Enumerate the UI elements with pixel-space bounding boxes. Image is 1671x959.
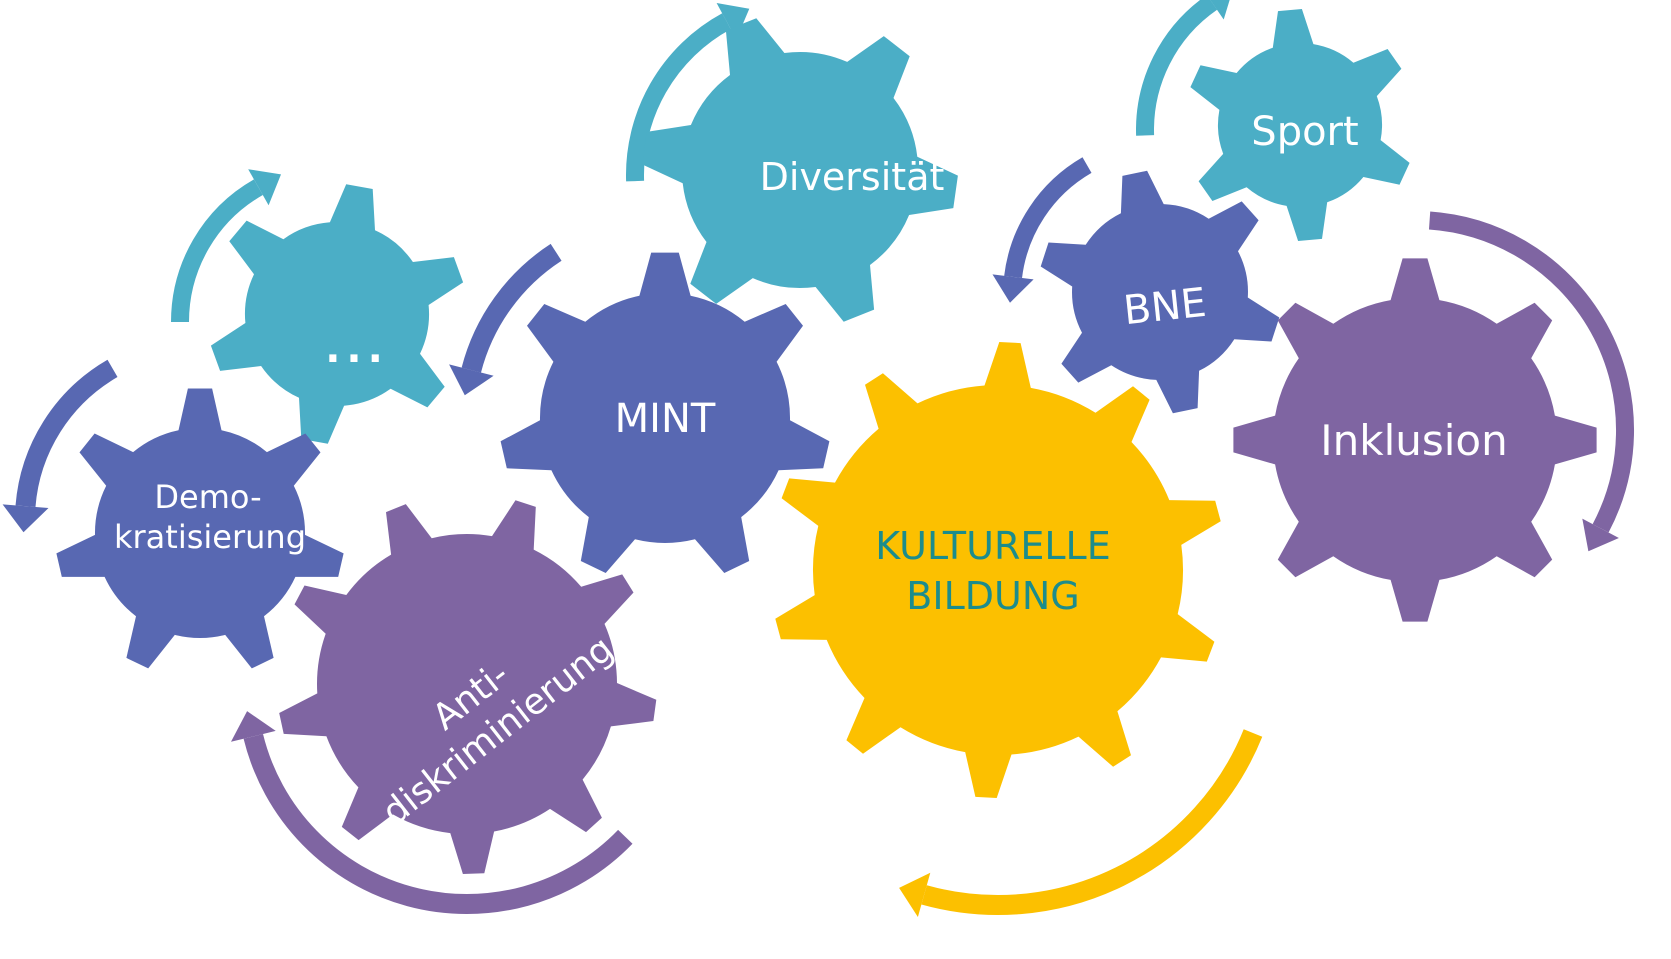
gear-inklusion	[1233, 258, 1597, 622]
gear-label-dots: ...	[325, 326, 389, 372]
arrow-bne	[992, 157, 1092, 303]
gear-label-inklusion: Inklusion	[1320, 416, 1507, 465]
arrow-anti	[231, 711, 633, 915]
gear-label-sport: Sport	[1251, 109, 1358, 155]
arrow-sport	[1136, 0, 1230, 136]
gear-kulturelle	[775, 342, 1221, 798]
arrow-demo	[2, 359, 118, 533]
arrow-inklusion	[1428, 211, 1634, 552]
arrow-diversitaet	[626, 3, 750, 182]
gear-label-bne: BNE	[1121, 280, 1208, 334]
gear-label-demo-line1: Demo-	[154, 478, 261, 516]
gear-diversitaet	[642, 18, 958, 322]
gear-label-diversitaet: Diversität	[760, 155, 945, 199]
gear-anti	[279, 500, 657, 874]
arrow-kulturelle	[899, 729, 1263, 917]
gear-label-kulturelle-line2: BILDUNG	[906, 574, 1079, 618]
gear-dots	[210, 184, 464, 444]
gear-demo	[56, 388, 344, 669]
arrow-dots	[171, 169, 281, 323]
gear-label-kulturelle-line1: KULTURELLE	[875, 524, 1110, 568]
gear-bne	[1040, 170, 1280, 414]
gear-mint	[500, 252, 830, 573]
gear-sport	[1190, 9, 1410, 241]
gear-label-mint: MINT	[615, 396, 716, 442]
arrow-mint	[449, 243, 562, 396]
gear-label-demo-line2: kratisierung	[114, 518, 306, 556]
